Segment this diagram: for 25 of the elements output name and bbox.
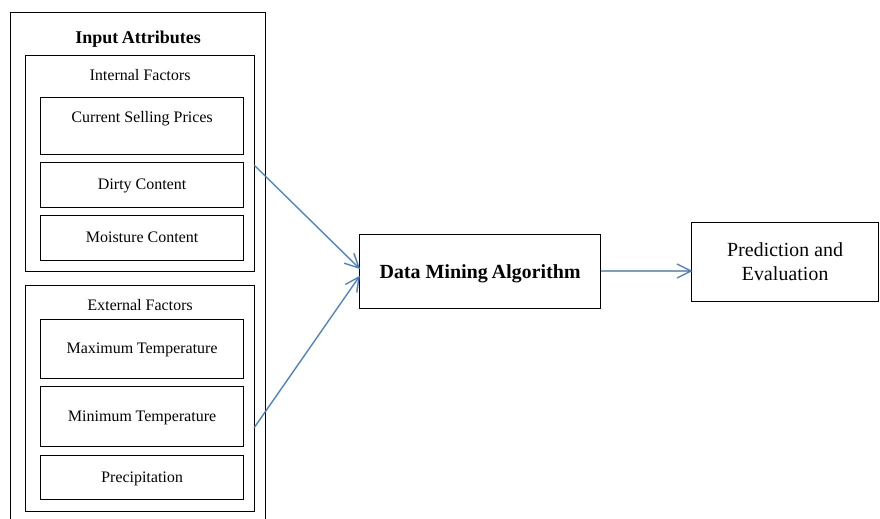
node-label: Dirty Content <box>96 175 188 195</box>
group-heading: Input Attributes <box>74 27 202 49</box>
node-label: Minimum Temperature <box>66 406 218 426</box>
process-box <box>359 234 601 309</box>
node-label: Prediction and Evaluation <box>726 238 844 286</box>
node-label: Precipitation <box>100 468 184 488</box>
group-heading: Current Selling Prices <box>70 108 214 128</box>
attribute-box <box>40 319 244 379</box>
group-box <box>40 97 244 155</box>
group-box <box>10 12 266 519</box>
arrow <box>601 263 692 279</box>
arrow <box>253 276 360 428</box>
group-box <box>25 285 255 512</box>
node-label: Data Mining Algorithm <box>378 260 582 284</box>
arrow <box>253 164 360 269</box>
process-box <box>691 222 879 302</box>
group-heading: Internal Factors <box>88 66 192 86</box>
attribute-box <box>40 162 244 208</box>
group-box <box>25 55 255 272</box>
attribute-box <box>40 386 244 447</box>
node-label: Moisture Content <box>84 228 200 248</box>
attribute-box <box>40 455 244 500</box>
node-label: Maximum Temperature <box>66 339 218 359</box>
group-heading: External Factors <box>86 296 194 316</box>
attribute-box <box>40 215 244 261</box>
